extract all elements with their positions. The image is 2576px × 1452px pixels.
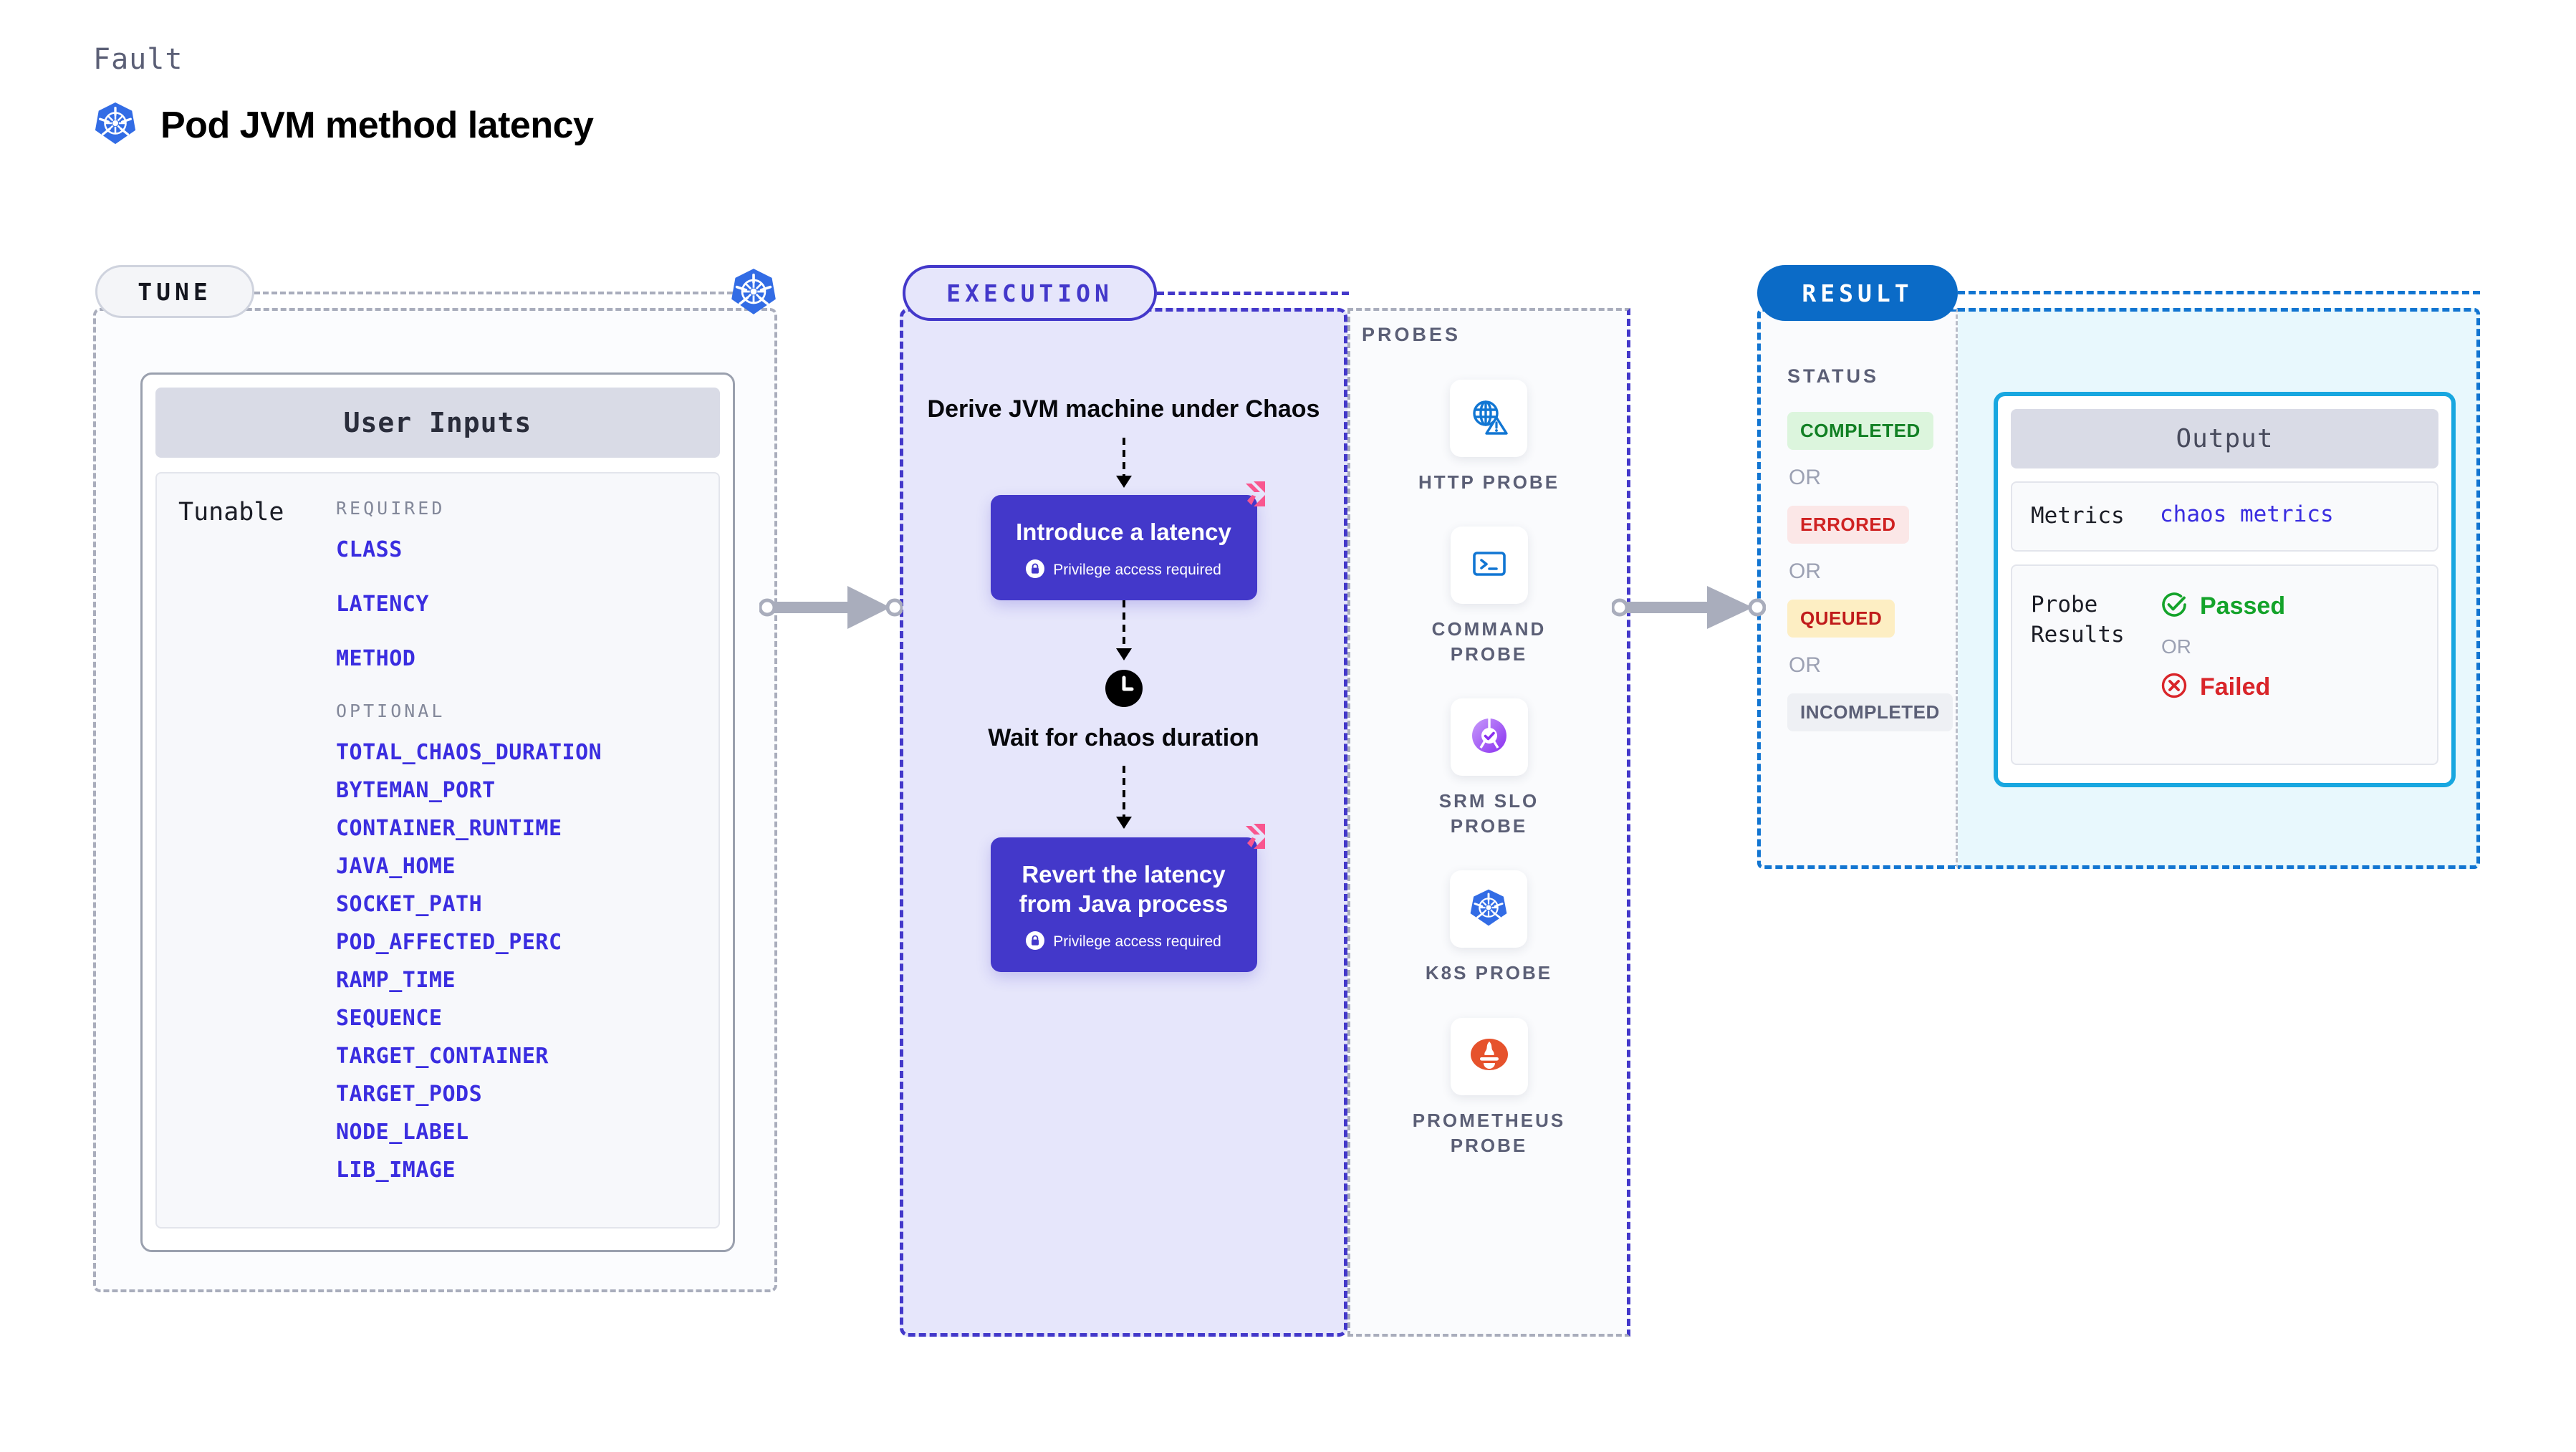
execution-section-panel (900, 308, 1347, 1337)
status-badge-incompleted: INCOMPLETED (1787, 693, 1953, 731)
param-method[interactable]: METHOD (336, 646, 416, 671)
param-socket-path[interactable]: SOCKET_PATH (336, 892, 483, 917)
probe-label: K8S PROBE (1425, 962, 1553, 984)
probe-label: SRM SLO PROBE (1438, 790, 1539, 837)
kubernetes-icon (729, 266, 778, 320)
prometheus-icon (1469, 1036, 1510, 1077)
param-sequence[interactable]: SEQUENCE (336, 1006, 443, 1031)
connector-tune-to-execution (758, 582, 904, 637)
status-badge-queued: QUEUED (1787, 600, 1895, 638)
user-inputs-card: User Inputs Tunable REQUIRED CLASS LATEN… (140, 372, 735, 1252)
param-latency[interactable]: LATENCY (336, 592, 429, 617)
status-badge-errored: ERRORED (1787, 506, 1909, 544)
probe-label: PROMETHEUS PROBE (1412, 1109, 1566, 1156)
probe-card[interactable] (1450, 1017, 1528, 1095)
param-ramp-time[interactable]: RAMP_TIME (336, 968, 456, 993)
probe-card[interactable] (1450, 380, 1528, 457)
status-column: STATUS COMPLETED OR ERRORED OR QUEUED OR… (1787, 365, 1953, 731)
or-label: OR (1789, 466, 1821, 489)
probes-list: HTTP PROBE COMMAND PROBE (1347, 380, 1630, 1158)
title-row: Pod JVM method latency (93, 100, 594, 150)
probes-section-panel (1347, 308, 1630, 1337)
terminal-icon (1469, 544, 1509, 587)
probe-results-key: Probe Results (2031, 591, 2125, 648)
execution-dashed-connector (1157, 292, 1349, 295)
page-header: Fault Pod JVM method latency (93, 43, 594, 150)
status-badge-completed: COMPLETED (1787, 412, 1933, 450)
kubernetes-icon (1468, 887, 1509, 932)
probe-item-prometheus[interactable]: PROMETHEUS PROBE (1407, 1017, 1572, 1158)
fault-eyebrow-label: Fault (93, 43, 183, 76)
metrics-row: Metrics chaos metrics (2011, 481, 2438, 552)
tunable-body: Tunable REQUIRED CLASS LATENCY METHOD OP… (155, 472, 720, 1229)
probe-item-command[interactable]: COMMAND PROBE (1407, 527, 1572, 667)
param-lib-image[interactable]: LIB_IMAGE (336, 1158, 456, 1183)
probe-results-row: Probe Results Passed OR (2011, 564, 2438, 765)
output-card: Output Metrics chaos metrics Probe Resul… (1994, 392, 2456, 787)
tune-dashed-connector (254, 292, 741, 294)
tunable-param-lists: REQUIRED CLASS LATENCY METHOD OPTIONAL T… (336, 498, 719, 1227)
param-node-label[interactable]: NODE_LABEL (336, 1120, 469, 1145)
optional-caption: OPTIONAL (336, 701, 446, 721)
param-container-runtime[interactable]: CONTAINER_RUNTIME (336, 816, 562, 841)
probe-item-http[interactable]: HTTP PROBE (1418, 380, 1559, 495)
metrics-value-link[interactable]: chaos metrics (2160, 501, 2334, 527)
param-byteman-port[interactable]: BYTEMAN_PORT (336, 778, 496, 803)
param-target-pods[interactable]: TARGET_PODS (336, 1082, 483, 1107)
failed-label: Failed (2200, 673, 2271, 701)
check-circle-icon (2160, 590, 2188, 622)
status-title: STATUS (1787, 365, 1879, 387)
optional-param-list: TOTAL_CHAOS_DURATION BYTEMAN_PORT CONTAI… (336, 740, 719, 1183)
probe-label: COMMAND PROBE (1431, 618, 1547, 665)
passed-label: Passed (2200, 592, 2286, 620)
param-class[interactable]: CLASS (336, 537, 403, 562)
probe-card[interactable] (1450, 527, 1528, 605)
probe-card[interactable] (1450, 698, 1528, 777)
probes-section-title: PROBES (1362, 324, 1461, 345)
param-pod-affected-perc[interactable]: POD_AFFECTED_PERC (336, 930, 562, 955)
page-title: Pod JVM method latency (160, 104, 594, 146)
metrics-key: Metrics (2031, 503, 2125, 529)
execution-section-pill[interactable]: EXECUTION (903, 265, 1157, 321)
result-status-panel (1757, 308, 1958, 869)
or-label: OR (2161, 635, 2191, 658)
result-dashed-connector (1958, 291, 2480, 294)
connector-probes-to-result (1610, 582, 1767, 637)
probe-results-values: Passed OR Failed (2160, 590, 2285, 745)
result-section-pill[interactable]: RESULT (1757, 265, 1958, 321)
required-caption: REQUIRED (336, 498, 446, 519)
param-java-home[interactable]: JAVA_HOME (336, 854, 456, 879)
tune-section-pill[interactable]: TUNE (95, 265, 254, 318)
param-target-container[interactable]: TARGET_CONTAINER (336, 1044, 549, 1069)
srm-slo-donut-icon (1469, 717, 1510, 758)
user-inputs-header: User Inputs (155, 388, 720, 458)
probe-result-failed: Failed (2160, 671, 2285, 703)
or-label: OR (1789, 559, 1821, 583)
tunable-row-label: Tunable (178, 498, 284, 527)
required-param-list: CLASS LATENCY METHOD (336, 537, 719, 671)
x-circle-icon (2160, 671, 2188, 703)
param-total-chaos-duration[interactable]: TOTAL_CHAOS_DURATION (336, 740, 602, 765)
probe-item-srm-slo[interactable]: SRM SLO PROBE (1407, 698, 1572, 839)
or-label: OR (1789, 653, 1821, 677)
kubernetes-icon (93, 100, 138, 150)
probe-label: HTTP PROBE (1418, 471, 1560, 493)
output-header: Output (2011, 409, 2438, 468)
probe-item-k8s[interactable]: K8S PROBE (1426, 870, 1552, 986)
probe-result-passed: Passed (2160, 590, 2285, 622)
globe-warning-icon (1468, 396, 1509, 441)
probe-card[interactable] (1450, 870, 1528, 948)
